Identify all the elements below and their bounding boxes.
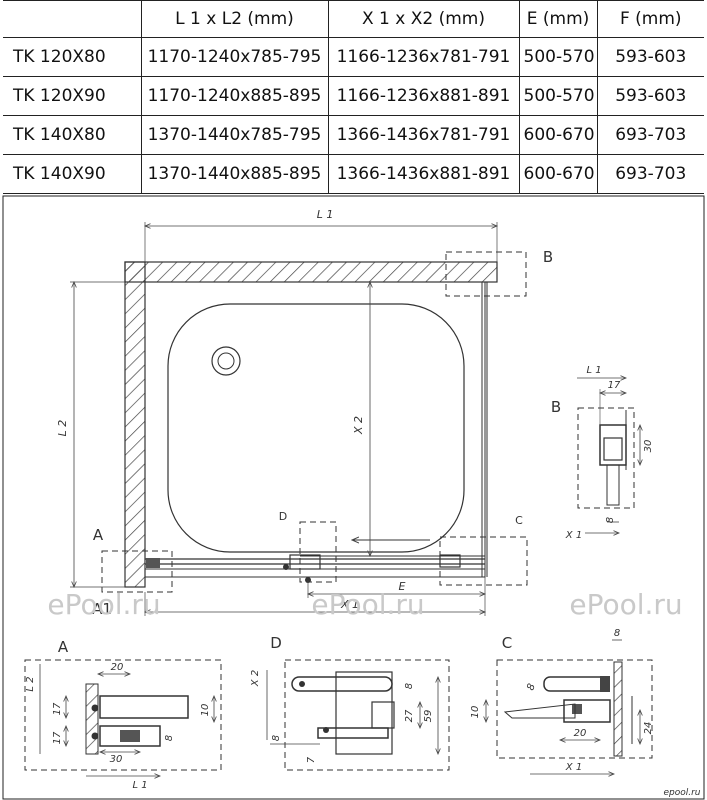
detail-c-dim-24: 24	[643, 722, 654, 735]
detail-d-dim-27: 27	[404, 709, 415, 722]
top-wall	[124, 261, 498, 283]
detail-a-l1: L 1	[132, 780, 147, 791]
dim-e-label: E	[399, 580, 406, 593]
dim-x1-label: X 1	[340, 598, 359, 611]
header-cell	[3, 0, 141, 38]
detail-a-dim-17a: 17	[52, 702, 63, 715]
table-cell: 1370-1440x885-895	[140, 154, 328, 194]
detail-a-l2: L 2	[25, 676, 36, 691]
detail-c-dim-10: 10	[470, 706, 481, 719]
detail-c-title: C	[502, 634, 512, 652]
detail-a: A 20 L 2 17 17 10 8 30 L 1	[24, 638, 222, 791]
watermark-text: ePool.ru	[47, 588, 160, 621]
callout-b-label: B	[543, 248, 553, 266]
detail-a-dim-8: 8	[164, 735, 175, 741]
callout-a-label: A	[93, 526, 104, 544]
detail-d-dim-59: 59	[423, 710, 434, 723]
detail-b-dim-8: 8	[605, 517, 616, 523]
detail-c-dim-8b: 8	[525, 682, 538, 692]
table-cell: 500-570	[518, 76, 597, 116]
table-cell: 593-603	[596, 37, 704, 77]
table-cell: 1366-1436x881-891	[327, 154, 519, 194]
model-cell: TK 140X90	[3, 154, 141, 194]
table-cell: 1166-1236x781-791	[327, 37, 519, 77]
detail-a-dim-30: 30	[110, 754, 123, 765]
model-cell: TK 120X80	[3, 37, 141, 77]
table-cell: 1370-1440x785-795	[140, 115, 328, 155]
detail-b-dim-30: 30	[643, 440, 654, 453]
detail-d-dim-8a: 8	[404, 683, 415, 689]
detail-b: B L 1 17 30 8 X 1	[551, 365, 654, 541]
table-cell: 600-670	[518, 154, 597, 194]
table-row: TK 140X90 1370-1440x885-895 1366-1436x88…	[3, 154, 704, 194]
tray-basin	[167, 303, 465, 553]
table-row: TK 120X80 1170-1240x785-795 1166-1236x78…	[3, 37, 704, 77]
dim-x2-label: X 2	[352, 416, 365, 435]
shower-tray	[144, 281, 486, 578]
table-cell: 693-703	[596, 154, 704, 194]
detail-d-x2: X 2	[250, 670, 261, 687]
model-cell: TK 140X80	[3, 115, 141, 155]
detail-a-dim-17b: 17	[52, 731, 63, 744]
callout-d-label: D	[279, 510, 287, 523]
detail-b-x1: X 1	[565, 530, 582, 541]
header-cell: L 1 x L2 (mm)	[140, 0, 328, 38]
detail-d-title: D	[270, 634, 282, 652]
callout-a1-label: A1	[92, 600, 112, 618]
detail-a-dim-10: 10	[200, 704, 211, 717]
table-cell: 600-670	[518, 115, 597, 155]
table-cell: 1170-1240x885-895	[140, 76, 328, 116]
table-row: TK 140X80 1370-1440x785-795 1366-1436x78…	[3, 115, 704, 155]
detail-d-dim-7: 7	[306, 756, 317, 763]
table-cell: 1366-1436x781-791	[327, 115, 519, 155]
detail-b-dim-17: 17	[608, 380, 621, 391]
table-header-row: L 1 x L2 (mm) X 1 x X2 (mm) E (mm) F (mm…	[3, 0, 704, 38]
dim-l1-label: L 1	[317, 208, 334, 221]
table-cell: 500-570	[518, 37, 597, 77]
spec-table: L 1 x L2 (mm) X 1 x X2 (mm) E (mm) F (mm…	[3, 0, 704, 194]
dim-l2-label: L 2	[56, 420, 69, 437]
table-row: TK 120X90 1170-1240x885-895 1166-1236x88…	[3, 76, 704, 116]
detail-c-x1: X 1	[565, 762, 582, 773]
callout-c-label: C	[515, 514, 523, 527]
detail-c-dim-20: 20	[574, 728, 587, 739]
detail-c-dim-8a: 8	[614, 628, 620, 639]
header-cell: X 1 x X2 (mm)	[327, 0, 519, 38]
header-cell: E (mm)	[518, 0, 597, 38]
table-cell: 1166-1236x881-891	[327, 76, 519, 116]
detail-b-l1: L 1	[586, 365, 601, 376]
detail-a-dim-20: 20	[111, 662, 124, 673]
table-cell: 593-603	[596, 76, 704, 116]
detail-c: C 8 8 10 20 24 X 1	[470, 628, 654, 774]
model-cell: TK 120X90	[3, 76, 141, 116]
watermark-text: ePool.ru	[569, 588, 682, 621]
drawing-frame	[2, 195, 705, 800]
detail-d: D X 2 8 27 59 8 7	[250, 634, 450, 771]
detail-b-title: B	[551, 398, 561, 416]
left-wall	[124, 261, 146, 588]
table-cell: 693-703	[596, 115, 704, 155]
brand-logo: epool.ru	[663, 788, 700, 798]
table-cell: 1170-1240x785-795	[140, 37, 328, 77]
drain-inner	[217, 352, 235, 370]
header-cell: F (mm)	[596, 0, 704, 38]
detail-d-dim-8b: 8	[271, 735, 282, 741]
main-view: L 1 L 2 X 2 X 1 E B A A1 C D	[56, 208, 553, 618]
drain-outer	[211, 346, 241, 376]
detail-a-title: A	[58, 638, 69, 656]
watermark-text: ePool.ru	[311, 588, 424, 621]
